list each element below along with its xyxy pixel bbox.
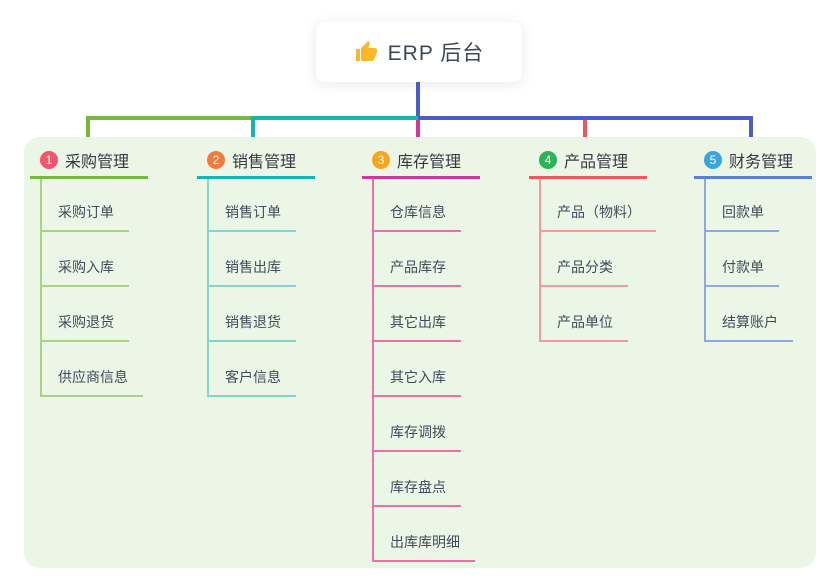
mindmap-panel — [24, 137, 816, 568]
branch-number-badge: 2 — [207, 151, 225, 169]
node-purchase-return[interactable]: 采购退货 — [40, 312, 129, 342]
branch-underline — [694, 176, 812, 179]
node-stock-count[interactable]: 库存盘点 — [372, 477, 461, 507]
horizontal-connector-segment-3 — [418, 116, 753, 120]
node-sales-outbound[interactable]: 销售出库 — [207, 257, 296, 287]
branch-child-connector — [704, 179, 706, 340]
branch-number-badge: 5 — [704, 151, 722, 169]
branch-child-connector — [372, 179, 374, 560]
branch-drop-line-4 — [583, 120, 587, 147]
branch-underline — [30, 176, 148, 179]
branch-underline — [197, 176, 315, 179]
node-settlement-account[interactable]: 结算账户 — [704, 312, 793, 342]
branch-title: 库存管理 — [397, 154, 462, 171]
branch-drop-line-5 — [749, 116, 753, 147]
branch-node-inventory[interactable]: 3 库存管理 — [372, 148, 461, 172]
horizontal-connector-segment-1 — [86, 116, 253, 120]
node-customer-info[interactable]: 客户信息 — [207, 367, 296, 397]
branch-node-purchase[interactable]: 1 采购管理 — [40, 148, 129, 172]
node-other-outbound[interactable]: 其它出库 — [372, 312, 461, 342]
node-product-stock[interactable]: 产品库存 — [372, 257, 461, 287]
branch-underline — [529, 176, 647, 179]
branch-node-finance[interactable]: 5 财务管理 — [704, 148, 793, 172]
branch-node-sales[interactable]: 2 销售管理 — [207, 148, 296, 172]
node-supplier-info[interactable]: 供应商信息 — [40, 367, 143, 397]
root-node-erp[interactable]: ERP 后台 — [316, 22, 522, 82]
node-warehouse-info[interactable]: 仓库信息 — [372, 202, 461, 232]
branch-child-connector — [40, 179, 42, 395]
branch-number-badge: 4 — [539, 151, 557, 169]
node-product-unit[interactable]: 产品单位 — [539, 312, 628, 342]
node-sales-return[interactable]: 销售退货 — [207, 312, 296, 342]
branch-number-badge: 3 — [372, 151, 390, 169]
branch-title: 财务管理 — [729, 154, 794, 171]
branch-drop-line-3 — [416, 120, 420, 147]
node-purchase-inbound[interactable]: 采购入库 — [40, 257, 129, 287]
thumbs-up-icon — [355, 41, 377, 61]
branch-child-connector — [207, 179, 209, 395]
branch-title: 产品管理 — [564, 154, 629, 171]
node-product-material[interactable]: 产品（物料） — [539, 202, 656, 232]
node-sales-order[interactable]: 销售订单 — [207, 202, 296, 232]
branch-title: 销售管理 — [232, 154, 297, 171]
node-receipt-bill[interactable]: 回款单 — [704, 202, 779, 232]
horizontal-connector-segment-2 — [251, 116, 418, 120]
node-payment-bill[interactable]: 付款单 — [704, 257, 779, 287]
branch-child-connector — [539, 179, 541, 340]
node-outbound-detail[interactable]: 出库库明细 — [372, 532, 475, 562]
branch-number-badge: 1 — [40, 151, 58, 169]
branch-drop-line-1 — [86, 116, 90, 147]
node-stock-transfer[interactable]: 库存调拨 — [372, 422, 461, 452]
root-connector-line — [416, 82, 420, 116]
node-purchase-order[interactable]: 采购订单 — [40, 202, 129, 232]
node-other-inbound[interactable]: 其它入库 — [372, 367, 461, 397]
branch-title: 采购管理 — [65, 154, 130, 171]
branch-underline — [362, 176, 480, 179]
branch-drop-line-2 — [251, 116, 255, 147]
root-node-label: ERP 后台 — [387, 42, 485, 65]
node-product-category[interactable]: 产品分类 — [539, 257, 628, 287]
branch-node-product[interactable]: 4 产品管理 — [539, 148, 628, 172]
